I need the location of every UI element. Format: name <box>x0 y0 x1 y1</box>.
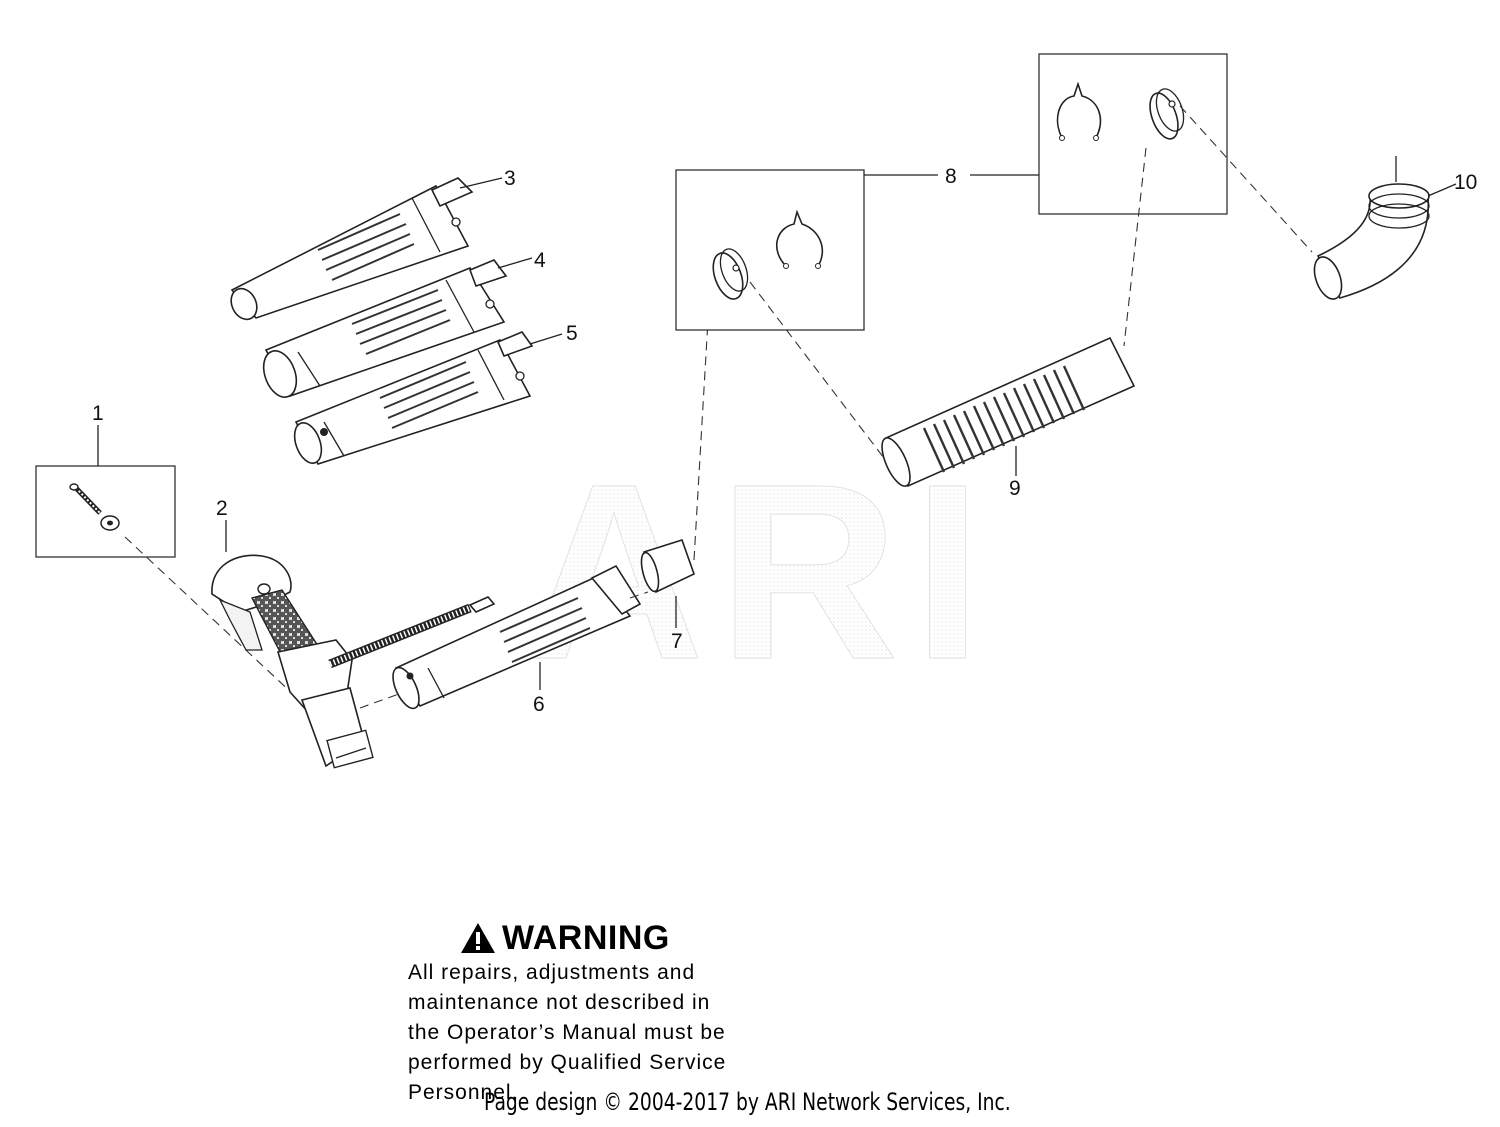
callout-9: 9 <box>1009 477 1021 500</box>
part-4-nozzle-tube <box>262 257 533 398</box>
wire-clip-icon <box>1056 81 1102 141</box>
wire-clip-icon <box>775 209 824 269</box>
part-7-sleeve <box>640 319 709 628</box>
callout-6: 6 <box>533 693 545 716</box>
warning-text: All repairs, adjustments and maintenance… <box>408 958 828 1108</box>
warning-line: Personnel. <box>408 1081 519 1104</box>
warning-line: the Operator’s Manual must be <box>408 1021 726 1044</box>
callout-3: 3 <box>504 167 516 190</box>
warning-block: WARNING All repairs, adjustments and mai… <box>408 918 828 1108</box>
callout-5: 5 <box>566 322 578 345</box>
copyright-footer: Page design © 2004-2017 by ARI Network S… <box>484 1088 1011 1116</box>
part-10-elbow <box>1313 156 1457 300</box>
part-5-nozzle-tube <box>293 331 563 465</box>
hose-clamp-icon <box>712 248 749 300</box>
warning-line: performed by Qualified Service <box>408 1051 727 1074</box>
part-6-blower-pipe <box>392 564 649 710</box>
warning-line: maintenance not described in <box>408 991 711 1014</box>
part-8-clamp-kit <box>675 53 1313 467</box>
hose-clamp-icon <box>1149 88 1185 140</box>
callout-10: 10 <box>1454 171 1477 194</box>
callout-2: 2 <box>216 497 228 520</box>
throttle-cable-spring <box>328 596 496 669</box>
part-3-nozzle-tube <box>230 177 503 321</box>
warning-line: All repairs, adjustments and <box>408 961 696 984</box>
warning-triangle-icon <box>461 923 495 953</box>
warning-title-text: WARNING <box>502 918 670 957</box>
bolt-icon <box>69 483 102 515</box>
callout-8: 8 <box>945 165 957 188</box>
callout-1: 1 <box>92 402 104 425</box>
part-9-flex-hose <box>881 336 1136 488</box>
warning-title: WARNING <box>460 918 828 958</box>
callout-4: 4 <box>534 249 546 272</box>
callout-7: 7 <box>671 630 683 653</box>
part-1-bolt-washer <box>35 425 311 711</box>
washer-icon <box>100 515 120 531</box>
